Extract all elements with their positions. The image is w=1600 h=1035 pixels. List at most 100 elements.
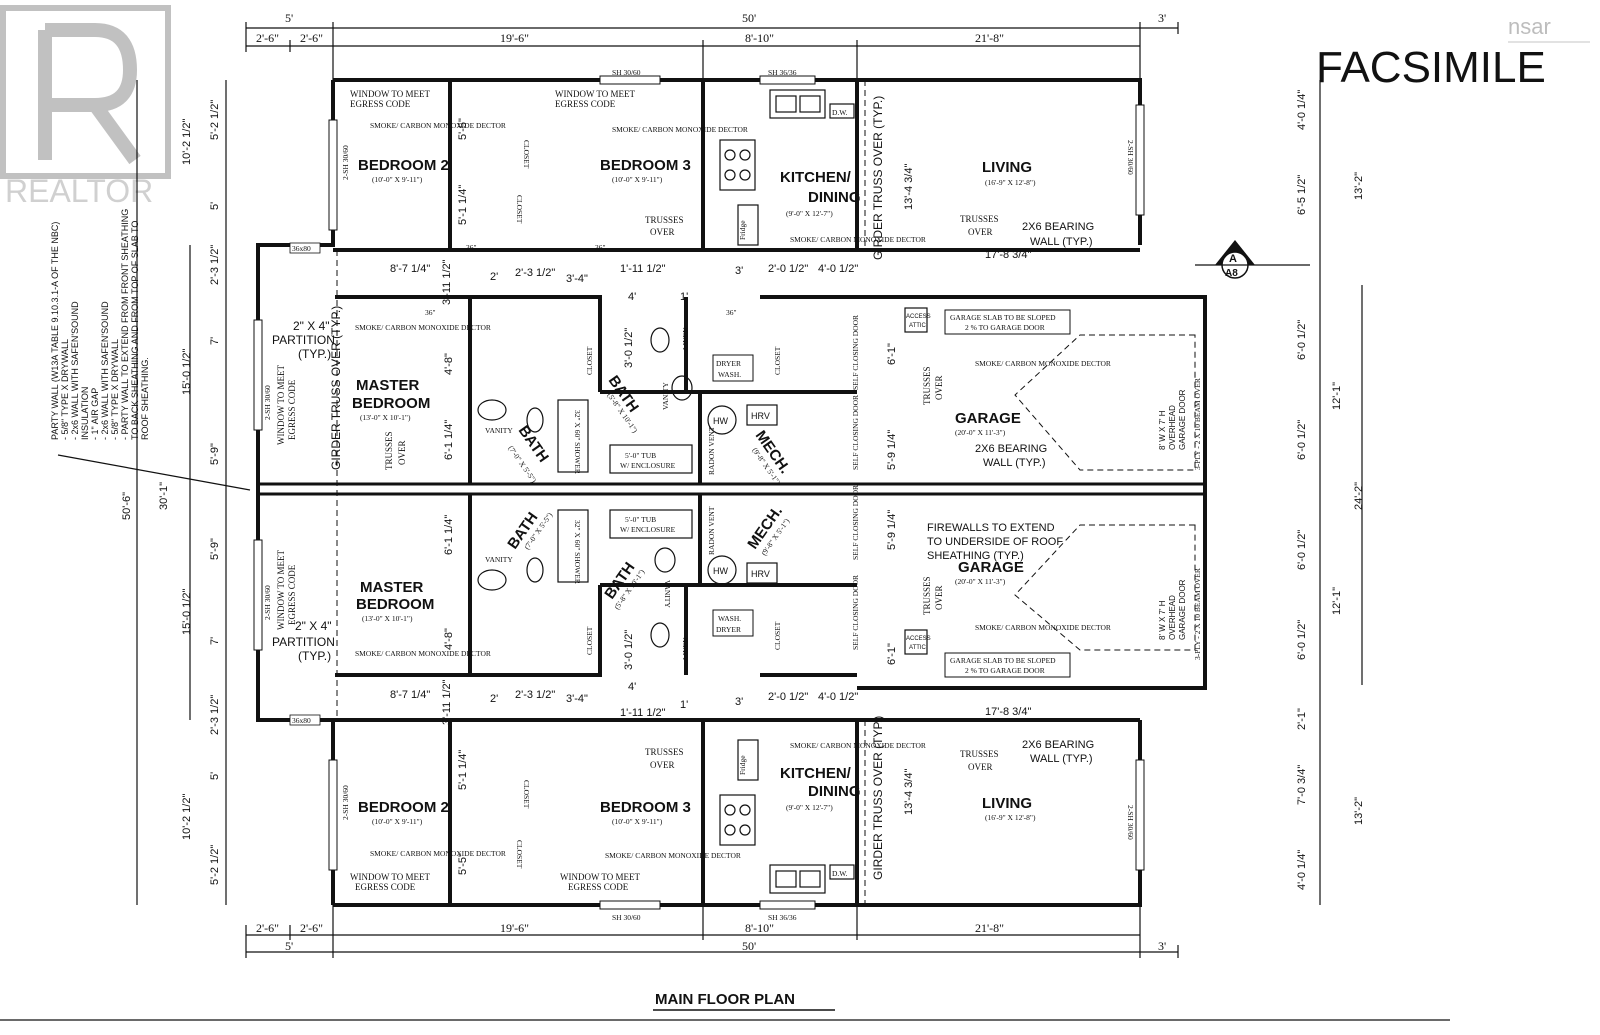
bottom-dim-c: 19'-6": [500, 921, 529, 935]
upper-dim-b: 2': [490, 271, 498, 283]
upper-closet-1: CLOSET: [585, 346, 594, 375]
lower-firewall-1: FIREWALLS TO EXTEND: [927, 522, 1055, 534]
lower-bearing-1: 2X6 BEARING: [1022, 739, 1094, 751]
party-wall-line-6: - 2x6 WALL WITH SAFEN'SOUND: [100, 301, 110, 440]
bottom-dim-d: 8'-10": [745, 921, 774, 935]
upper-dim-t: 5'-9 1/4": [886, 430, 898, 470]
party-wall-leader: [57, 454, 251, 491]
upper-living-name: LIVING: [982, 159, 1032, 176]
lower-vanity-1: VANITY: [485, 555, 513, 564]
upper-dim-f: 3': [735, 265, 743, 277]
upper-bed2-window-2: EGRESS CODE: [350, 99, 411, 109]
left-dim-5: 7': [209, 337, 221, 345]
lower-door-2: OVERHEAD: [1168, 595, 1177, 640]
lower-dim-f: 3': [735, 696, 743, 708]
lower-window-sh1: SH 30/60: [612, 913, 641, 922]
upper-kitchen-name2: DINING: [808, 189, 861, 206]
lower-tub: [609, 509, 693, 539]
upper-door-36-1: 36": [466, 243, 477, 252]
upper-beam: 3-PLY - 2 X 10 BEAM OVER: [1193, 378, 1202, 470]
lower-smoke-5: SMOKE/ CARBON MONOXIDE DECTOR: [975, 623, 1111, 632]
lower-partition-1: 2" X 4": [295, 619, 332, 633]
lower-toilet-1: [526, 557, 544, 583]
lower-kitchen-name2: DINING: [808, 783, 861, 800]
top-dim-overall-right: 3': [1158, 11, 1166, 25]
party-wall-line-9: TO BACK SHEATHING AND FROM TOP OF SLAB T…: [130, 221, 140, 440]
upper-dim-q: 13'-4 3/4": [903, 164, 915, 210]
lower-closet-4: CLOSET: [515, 840, 524, 869]
upper-dim-i: 3'-11 1/2": [441, 259, 453, 305]
upper-master-window-1: WINDOW TO MEET: [276, 365, 286, 445]
upper-bed3-window-2: EGRESS CODE: [555, 99, 616, 109]
left-dim-16: 5'-2 1/2": [209, 845, 221, 885]
section-letter: A: [1229, 253, 1237, 265]
upper-dim-s: 6'-1": [886, 343, 898, 365]
dashed-lines: [336, 80, 1196, 905]
party-wall-line-1: PARTY WALL (W13A TABLE 9.10.3.1-A OF THE…: [50, 222, 60, 440]
upper-door-36-4: 36": [726, 308, 737, 317]
lower-kitchen-name: KITCHEN/: [780, 765, 852, 782]
right-dim-4: 6'-0 1/2": [1296, 320, 1308, 360]
lower-tub-2: W/ ENCLOSURE: [620, 525, 676, 534]
lower-firewall-3: SHEATHING (TYP.): [927, 550, 1024, 562]
bottom-dim-overall: 50': [742, 939, 756, 953]
lower-dim-t: 5'-9 1/4": [886, 510, 898, 550]
lower-access: ACCESS: [906, 636, 931, 642]
lower-dim-d: 3'-4": [566, 693, 588, 705]
upper-window-sh5: 2-SH 30/60: [263, 385, 272, 420]
lower-smoke-4: SMOKE/ CARBON MONOXIDE DECTOR: [355, 649, 491, 658]
lower-dim-r: 17'-8 3/4": [985, 706, 1031, 718]
right-dim-7: 24'-2": [1353, 482, 1365, 510]
left-dim-3: 5': [209, 202, 221, 210]
lower-sink: [769, 864, 826, 894]
upper-slab-2: 2 % TO GARAGE DOOR: [965, 323, 1045, 332]
party-wall-note: PARTY WALL (W13A TABLE 9.10.3.1-A OF THE…: [50, 209, 150, 440]
lower-dim-n: 6'-1 1/4": [443, 515, 455, 555]
lower-over-4: OVER: [934, 586, 944, 611]
exterior-walls: [256, 78, 1207, 907]
lower-door-1: 8' W X 7' H: [1158, 600, 1167, 640]
upper-bedroom2-name: BEDROOM 2: [358, 157, 449, 174]
upper-over-1: OVER: [650, 227, 675, 237]
lower-dim-l: 3'-0 1/2": [623, 630, 635, 670]
upper-sink: [769, 89, 826, 119]
lower-toilet-2: [650, 622, 670, 648]
lower-attic: ATTIC: [909, 645, 927, 651]
lower-bedroom3-size: (10'-0" X 9'-11"): [612, 817, 663, 826]
upper-bedroom3-size: (10'-0" X 9'-11"): [612, 175, 663, 184]
upper-trusses-3: TRUSSES: [384, 431, 394, 470]
upper-dryer: DRYER: [716, 359, 741, 368]
lower-smoke-1: SMOKE/ CARBON MONOXIDE DECTOR: [370, 849, 506, 858]
upper-trusses-4: TRUSSES: [922, 366, 932, 405]
bottom-dimension-lines: 2'-6" 2'-6" 19'-6" 8'-10" 21'-8" 5' 50' …: [245, 905, 1179, 958]
upper-window-sh3: 2-SH 30/60: [341, 145, 350, 180]
lower-dim-s: 6'-1": [886, 643, 898, 665]
upper-closet-2: CLOSET: [773, 346, 782, 375]
lower-slab-box: [944, 652, 1071, 678]
left-dim-15: 10'-2 1/2": [181, 794, 193, 840]
top-dim-b: 2'-6": [300, 31, 323, 45]
left-dim-14: 5': [209, 772, 221, 780]
lower-bedroom3-name: BEDROOM 3: [600, 799, 691, 816]
right-dim-8: 6'-0 1/2": [1296, 530, 1308, 570]
lower-linen: LINEN: [681, 637, 690, 660]
upper-trusses-2: TRUSSES: [960, 214, 999, 224]
lower-vanity-2: VANITY: [663, 580, 672, 608]
upper-toilet-1: [526, 407, 544, 433]
left-dim-7: 5'-9": [209, 443, 221, 465]
right-dim-12: 7'-0 3/4": [1296, 765, 1308, 805]
lower-window-sh4: 2-SH 30/60: [1126, 805, 1135, 840]
upper-shower: [557, 399, 589, 473]
upper-sink-bath1: [477, 399, 507, 421]
upper-smoke-5: SMOKE/ CARBON MONOXIDE DECTOR: [975, 359, 1111, 368]
lower-partition-2: PARTITION: [272, 635, 335, 649]
upper-garage-size: (20'-0" X 11'-3"): [955, 428, 1006, 437]
lower-wash: WASH.: [718, 614, 741, 623]
lower-garage-name: GARAGE: [958, 559, 1024, 576]
upper-door-3680: [289, 242, 321, 254]
upper-tub: [609, 444, 693, 474]
upper-slab-1: GARAGE SLAB TO BE SLOPED: [950, 313, 1056, 322]
lower-bedroom2-name: BEDROOM 2: [358, 799, 449, 816]
upper-girder-right: GIRDER TRUSS OVER (TYP.): [871, 96, 885, 260]
upper-shower-label: 32" X 60" SHOWER: [573, 410, 582, 474]
